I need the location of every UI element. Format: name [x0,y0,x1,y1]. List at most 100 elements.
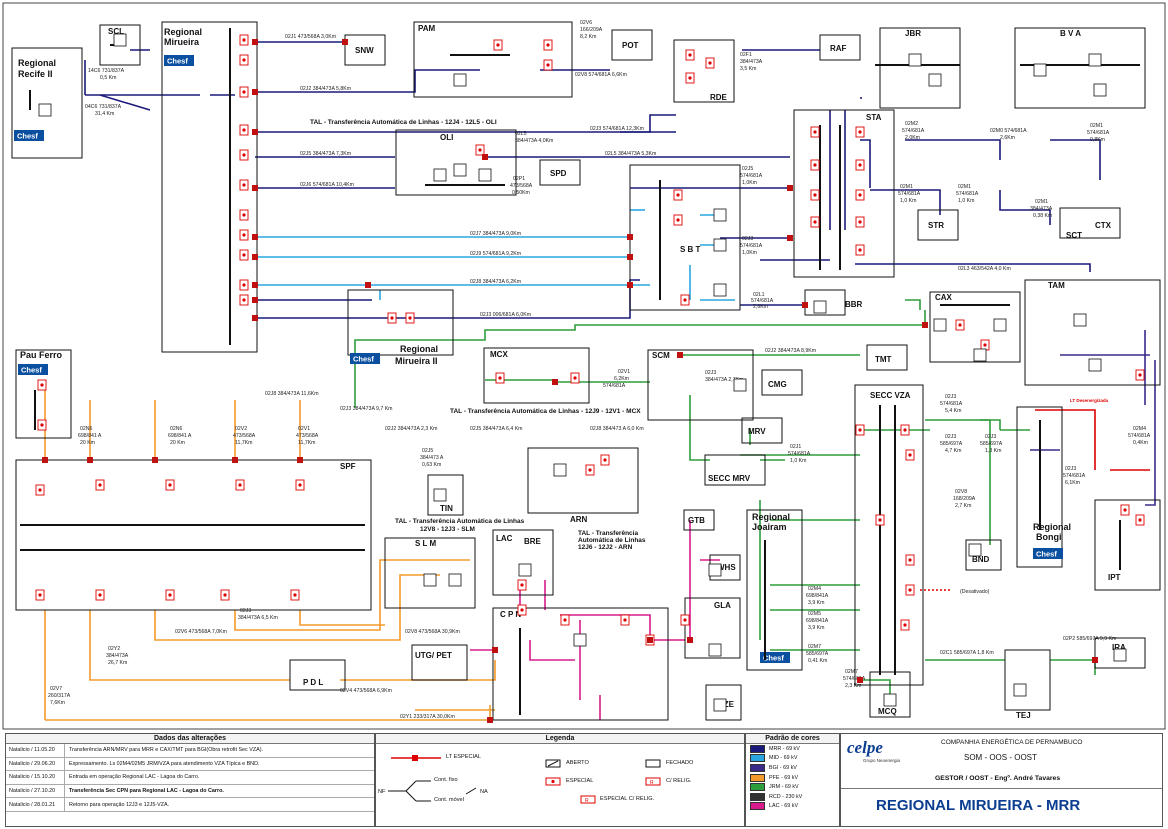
line-labels: 02J1 473/568A 3,0Km 02J2 384/473A 5,8Km … [48,20,1151,720]
breaker-dot [40,423,44,427]
svg-text:3,5 Km: 3,5 Km [740,66,756,72]
svg-text:02J3 384/473A 9,7 Km: 02J3 384/473A 9,7 Km [340,406,393,412]
breaker-dot [708,61,712,65]
alteracao-date: Natalicio / 29.06.20 [6,757,65,771]
svg-text:Regional: Regional [1033,522,1071,532]
svg-text:02V8 473/568A 30,9Km: 02V8 473/568A 30,9Km [405,629,460,635]
junction-marker [787,235,793,241]
station-names: SCL SNW PAM POT RAF RDE JBR B V A OLI SP… [108,24,1126,720]
padrao-row: MID - 69 kV [746,754,839,764]
svg-text:CMG: CMG [768,380,787,389]
color-swatch [750,773,765,782]
svg-text:SCL: SCL [108,27,124,36]
svg-text:Chesf: Chesf [353,355,374,364]
legend-symbols: R R [388,755,661,804]
svg-text:3,9 Km: 3,9 Km [808,600,824,606]
padrao-label: BGI - 69 kV [769,764,797,771]
transformer-symbol [518,563,532,577]
alteracao-text: Retorno para operação 12J3 e 12J5-VZA. [69,801,170,808]
svg-text:02P1: 02P1 [513,176,525,182]
breaker-dot [546,43,550,47]
padrao-row: PFE - 69 kV [746,773,839,783]
svg-text:JBR: JBR [905,29,921,38]
svg-text:02J3: 02J3 [240,608,251,614]
svg-text:26,7 Km: 26,7 Km [108,660,127,666]
alteracao-date: Natalicio / 11.05.20 [6,744,65,757]
breaker-dot [903,623,907,627]
celpe-logo-sub: Grupo Neoenergia [863,758,901,763]
svg-text:02C1 585/697A 1,8 Km: 02C1 585/697A 1,8 Km [940,650,994,656]
padrao-label: LAC - 69 kV [769,803,799,810]
svg-text:1,0 Km: 1,0 Km [900,198,916,204]
legend-fechado: FECHADO [666,760,694,766]
svg-text:02V4 473/568A 6,9Km: 02V4 473/568A 6,9Km [340,688,392,694]
junction-marker [492,647,498,653]
svg-text:11,7Km: 11,7Km [235,440,253,446]
svg-text:SECC VZA: SECC VZA [870,391,911,400]
svg-text:02M1: 02M1 [1035,199,1048,205]
svg-text:384/473A 4,0Km: 384/473A 4,0Km [515,138,553,144]
svg-text:574/681A: 574/681A [956,191,979,197]
svg-text:20 Km: 20 Km [80,440,95,446]
junction-marker [252,282,258,288]
svg-text:02J1: 02J1 [790,444,801,450]
svg-text:SPD: SPD [550,169,567,178]
junction-marker [802,302,808,308]
transformer-symbol [1088,53,1102,67]
breaker-dot [168,593,172,597]
svg-text:02J3: 02J3 [945,394,956,400]
svg-text:TAL - Transferência: TAL - Transferência [578,530,638,537]
junction-marker [342,39,348,45]
svg-text:TIN: TIN [440,504,453,513]
svg-text:0,4Km: 0,4Km [1133,440,1148,446]
svg-text:02J2 384/473A 8,9Km: 02J2 384/473A 8,9Km [765,348,816,354]
svg-text:SCM: SCM [652,351,670,360]
svg-text:MRV: MRV [748,427,766,436]
breaker-dot [242,153,246,157]
transformer-symbol [933,318,947,332]
svg-text:02M1: 02M1 [1090,123,1103,129]
breaker-dot [478,148,482,152]
transformers [38,33,1127,712]
svg-text:IPT: IPT [1108,573,1121,582]
junction-marker [252,89,258,95]
padrao-label: MRR - 69 kV [769,745,800,752]
svg-text:02V2: 02V2 [235,426,247,432]
svg-text:02J2 384/473A 5,8Km: 02J2 384/473A 5,8Km [300,86,351,92]
junction-marker [677,352,683,358]
svg-text:473/568A: 473/568A [510,183,533,189]
svg-text:02L1: 02L1 [753,292,765,298]
svg-text:4,7 Km: 4,7 Km [945,448,961,454]
svg-text:Chesf: Chesf [1036,550,1057,559]
svg-text:168/209A: 168/209A [953,496,976,502]
svg-text:574/681A: 574/681A [1128,433,1151,439]
svg-text:02M7: 02M7 [845,669,858,675]
transformer-symbol [883,693,897,707]
svg-text:0,63 Km: 0,63 Km [422,462,441,468]
color-swatch [750,754,765,763]
color-swatch [750,783,765,792]
transformer-symbol [433,488,447,502]
diagram-title: REGIONAL MIRUEIRA - MRR [876,797,1081,814]
svg-text:Chesf: Chesf [17,132,38,141]
junction-marker [252,39,258,45]
svg-text:P D L: P D L [303,678,323,687]
svg-text:585/697A: 585/697A [980,441,1003,447]
transformer-symbol [453,163,467,177]
svg-text:02V6: 02V6 [580,20,592,26]
svg-text:260/317A: 260/317A [48,693,71,699]
breaker-dot [98,483,102,487]
svg-text:OLI: OLI [440,133,453,142]
svg-text:384/473A: 384/473A [106,653,129,659]
company-sys: SOM - OOS - OOST [964,753,1037,762]
breaker-dot [496,43,500,47]
svg-text:02F1: 02F1 [740,52,752,58]
transformer-symbol [423,573,437,587]
junction-marker [857,677,863,683]
svg-text:S B T: S B T [680,245,701,254]
svg-text:574/681A: 574/681A [940,401,963,407]
svg-text:02P2 585/697A 9,9 Km: 02P2 585/697A 9,9 Km [1063,636,1116,642]
svg-text:SCT: SCT [1066,231,1082,240]
